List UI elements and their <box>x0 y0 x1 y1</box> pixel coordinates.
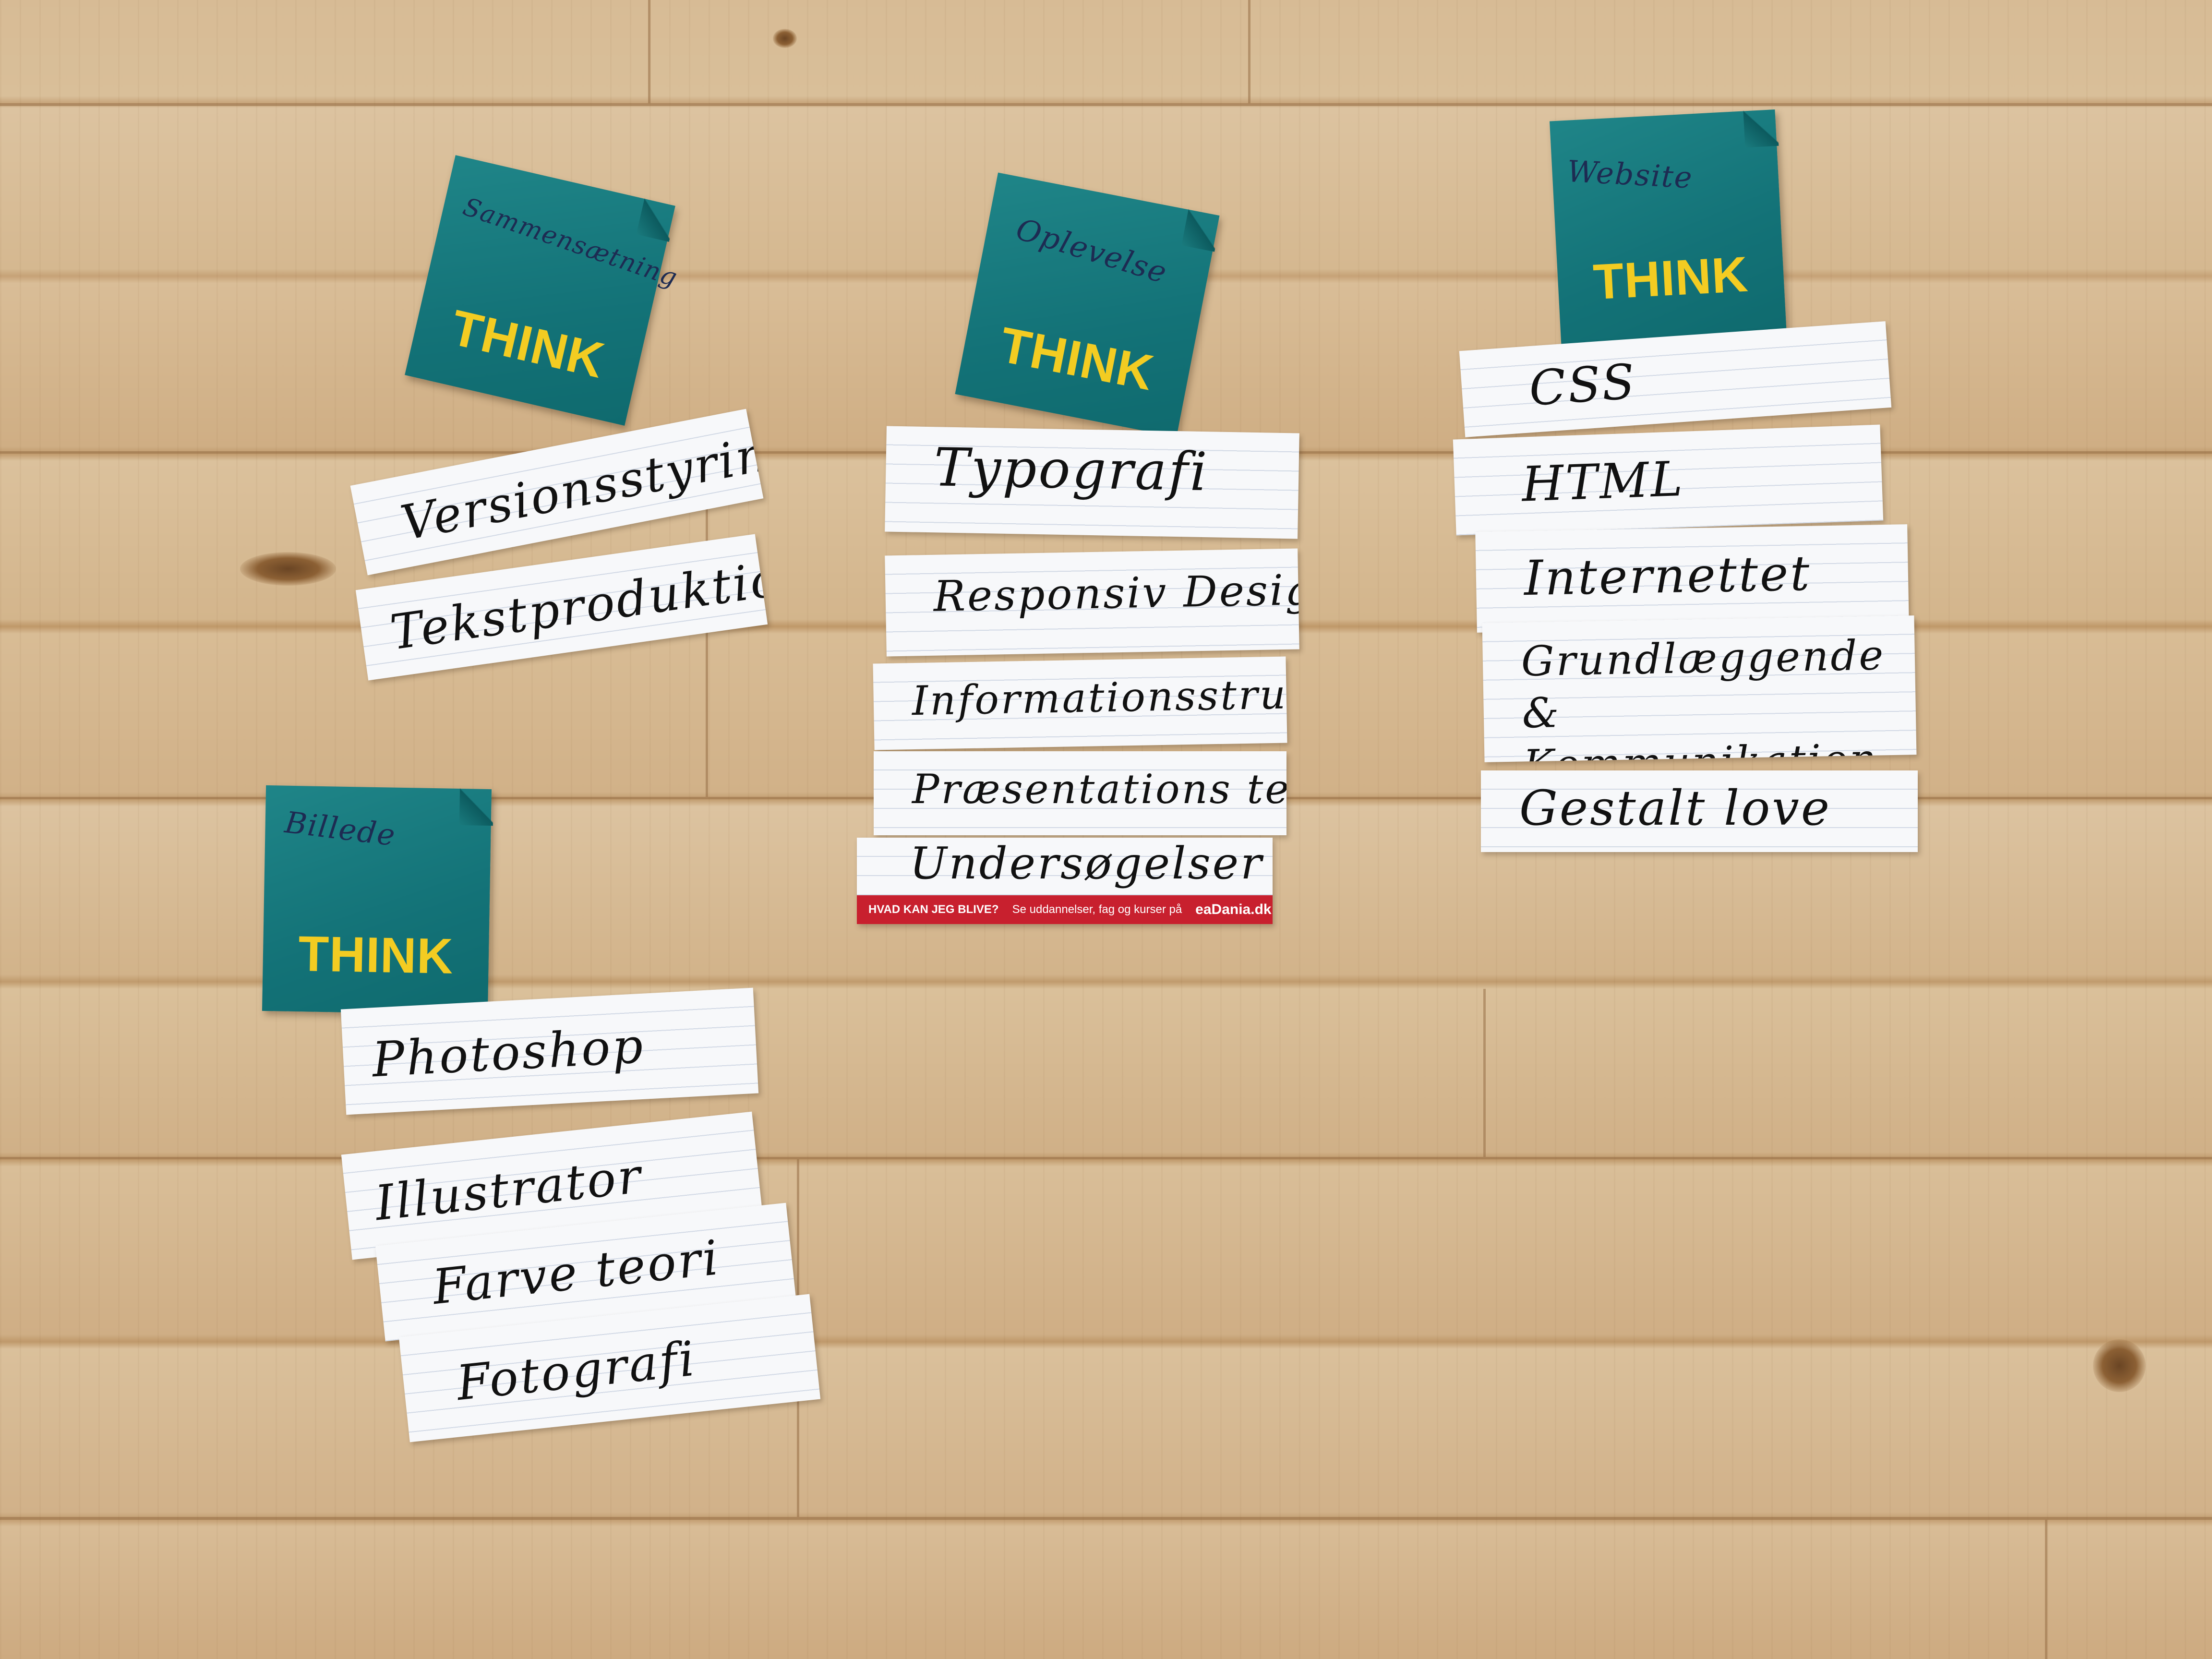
plank-seam <box>0 103 2212 106</box>
card-typografi: Typografi <box>885 426 1299 539</box>
sticky-note-website: Website THINK <box>1550 107 1787 347</box>
card-praesentations-teknik: Præsentations teknik <box>874 751 1286 835</box>
card-label: Responsiv Design <box>933 564 1299 621</box>
sticky-note-billede: Billede THINK <box>262 785 494 1015</box>
card-undersoegelser: Undersøgelser HVAD KAN JEG BLIVE? Se udd… <box>857 838 1273 924</box>
plank-seam <box>1483 989 1486 1157</box>
card-label: Typografi <box>933 436 1210 503</box>
ad-strip: HVAD KAN JEG BLIVE? Se uddannelser, fag … <box>857 895 1273 924</box>
plank-seam <box>1248 0 1250 103</box>
card-label: Farve teori <box>430 1229 723 1316</box>
card-label: Informationsstruktu <box>912 669 1287 725</box>
plank-seam <box>2045 1520 2047 1659</box>
card-label: Illustrator <box>372 1147 645 1232</box>
card-informationsstruktur: Informationsstruktu <box>873 656 1287 750</box>
card-label: Undersøgelser <box>910 838 1264 889</box>
card-label: HTML <box>1521 450 1685 513</box>
card-grundlaeggende-kommunikation: Grundlæggende & Kommunikation <box>1482 615 1917 762</box>
wood-knot <box>240 552 336 586</box>
wood-knot <box>2093 1339 2146 1392</box>
sticky-label: Website <box>1566 153 1694 195</box>
card-label: Grundlæggende & Kommunikation <box>1521 631 1886 762</box>
think-brand: THINK <box>1592 246 1750 311</box>
card-label: Gestalt love <box>1519 780 1832 836</box>
card-label: Fotografi <box>454 1330 699 1412</box>
ad-link: eaDania.dk <box>1195 902 1272 917</box>
plank-seam <box>0 1517 2212 1520</box>
sticky-label: Billede <box>283 805 398 853</box>
note-curl <box>1181 207 1222 252</box>
ad-text: Se uddannelser, fag og kurser på <box>1012 903 1182 916</box>
plank-seam <box>0 1157 2212 1159</box>
sticky-note-oplevelse: Oplevelse THINK <box>955 172 1222 437</box>
wood-knot <box>773 29 797 48</box>
card-label: Præsentations teknik <box>912 766 1286 813</box>
sticky-label: Oplevelse <box>1012 211 1172 290</box>
card-html: HTML <box>1453 424 1884 536</box>
card-photoshop: Photoshop <box>340 987 759 1115</box>
plank-seam <box>648 0 650 103</box>
card-label: Internettet <box>1523 545 1812 607</box>
card-gestalt-love: Gestalt love <box>1481 770 1918 852</box>
card-label: CSS <box>1527 353 1638 417</box>
think-brand: THINK <box>995 317 1158 401</box>
note-curl <box>1743 107 1779 148</box>
ad-question: HVAD KAN JEG BLIVE? <box>868 903 999 916</box>
note-curl <box>459 786 494 826</box>
sticky-label: Sammensætning <box>459 192 682 293</box>
think-brand: THINK <box>298 926 454 985</box>
card-label: Photoshop <box>371 1017 646 1088</box>
think-brand: THINK <box>445 300 610 389</box>
card-responsiv-design: Responsiv Design <box>885 548 1299 657</box>
